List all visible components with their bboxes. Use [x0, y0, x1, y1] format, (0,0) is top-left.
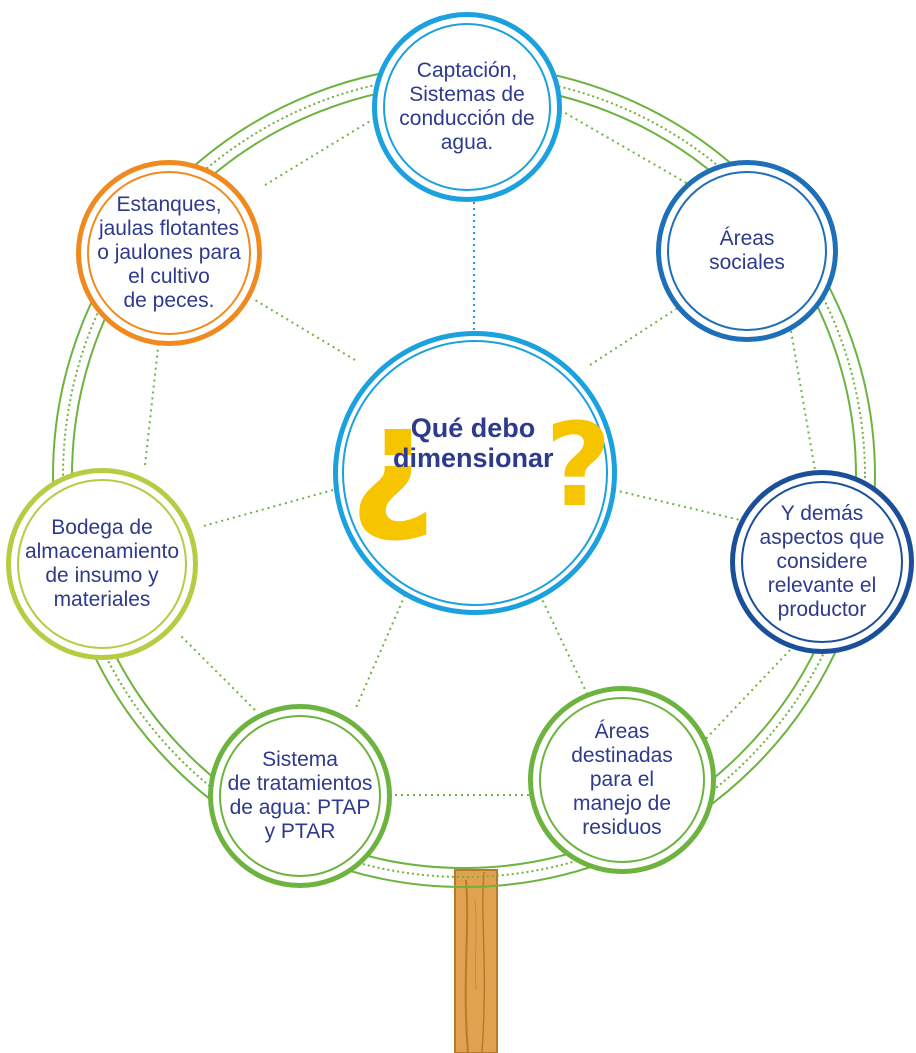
ring-segment-1 — [559, 109, 691, 186]
spoke-estanques — [254, 299, 356, 361]
center-ring-inner — [342, 340, 608, 606]
center-ring-outer — [333, 331, 617, 615]
center-title-line1: Qué debo — [410, 413, 536, 443]
node-demas-aspectos: Y demás aspectos que considere relevante… — [730, 470, 914, 654]
spoke-tratamiento — [354, 594, 406, 711]
center-title-line2: dimensionar — [393, 443, 554, 473]
inverted-question-mark: ¿ — [349, 373, 437, 547]
ring-segment-7 — [264, 114, 381, 186]
ring-segment-6 — [144, 329, 161, 466]
spoke-demas-aspectos — [613, 489, 741, 521]
center-hub: ¿ Qué debo dimensionar ? — [333, 331, 617, 615]
spoke-areas-sociales — [589, 299, 691, 366]
spoke-residuos — [539, 594, 591, 701]
node-bodega-label: Bodega de almacenamiento de insumo y mat… — [24, 516, 180, 611]
question-mark: ? — [545, 399, 612, 533]
node-demas-aspectos-label: Y demás aspectos que considere relevante… — [759, 502, 885, 621]
node-tratamiento: Sistema de tratamientos de agua: PTAP y … — [208, 704, 392, 888]
spokes — [144, 109, 816, 796]
node-areas-sociales-label: Áreas sociales — [709, 227, 785, 274]
node-captacion-label: Captación, Sistemas de conducción de agu… — [399, 59, 535, 154]
node-estanques: Estanques, jaulas flotantes o jaulones p… — [76, 160, 262, 346]
node-areas-sociales: Áreas sociales — [656, 160, 838, 342]
ring-segment-3 — [699, 649, 791, 746]
node-estanques-label: Estanques, jaulas flotantes o jaulones p… — [97, 193, 241, 312]
ring-segment-2 — [789, 324, 816, 471]
center-title: Qué debo dimensionar — [393, 413, 554, 473]
wooden-stick — [454, 869, 498, 1053]
node-tratamiento-label: Sistema de tratamientos de agua: PTAP y … — [227, 748, 373, 843]
ring-segment-5 — [179, 634, 256, 711]
node-residuos: Áreas destinadas para el manejo de resid… — [528, 686, 716, 874]
node-bodega: Bodega de almacenamiento de insumo y mat… — [6, 468, 198, 660]
node-captacion: Captación, Sistemas de conducción de agu… — [372, 12, 562, 202]
node-residuos-label: Áreas destinadas para el manejo de resid… — [571, 720, 673, 839]
spoke-bodega — [199, 489, 334, 528]
